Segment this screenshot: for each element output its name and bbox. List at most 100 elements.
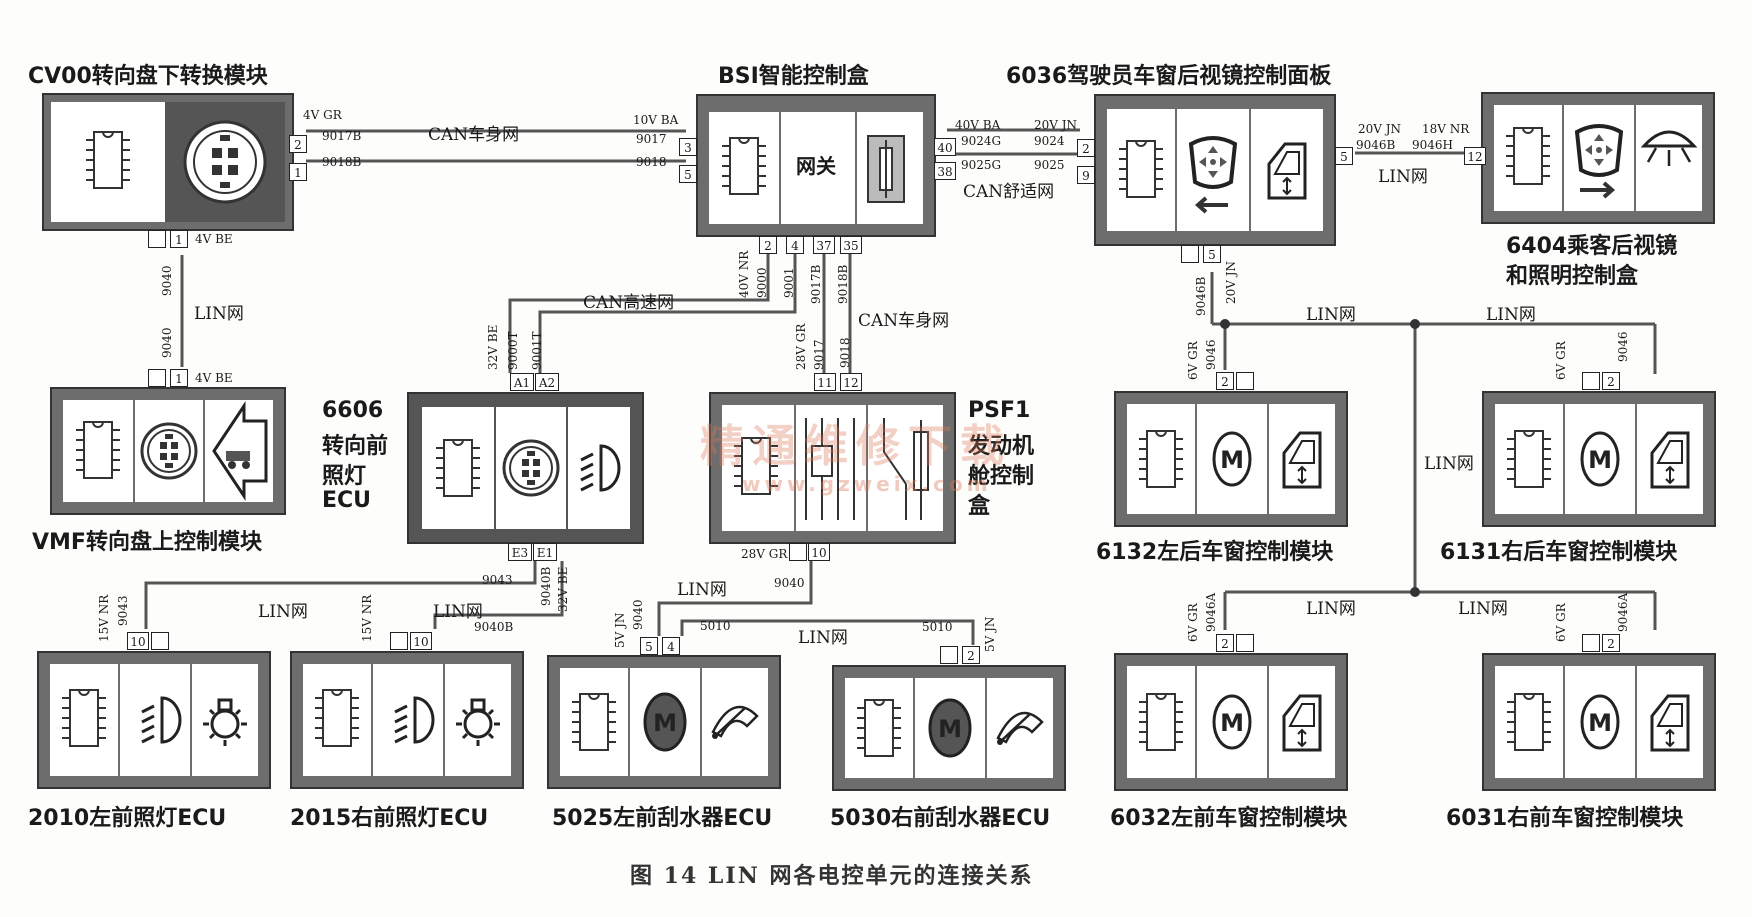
wire-6036-20vjn: 20V JN (1034, 118, 1078, 132)
wire-p-28vgr: 28V GR (794, 323, 808, 370)
pin-5025-5: 5 (640, 637, 658, 655)
wire-w-9040: 9040 (631, 599, 645, 630)
pin-5030-tab (940, 646, 958, 664)
wire-e-9000t: 9000T (506, 331, 520, 370)
wire-bsi-9024g: 9024G (961, 134, 1002, 148)
pin-psf1-11: 11 (814, 373, 836, 391)
wire-h1-15vnr: 15V NR (97, 594, 111, 642)
title-2010: 2010左前照灯ECU (28, 806, 227, 831)
pin-6031-2: 2 (1602, 634, 1620, 652)
m6132-module-box (1114, 391, 1348, 527)
title-6404-line2: 和照明控制盒 (1506, 264, 1639, 289)
title-5030: 5030右前刮水器ECU (830, 806, 1051, 831)
pin-bsi-2: 2 (759, 236, 777, 254)
wire-cv-9018b: 9018B (322, 155, 362, 169)
wire-b-9017b: 9017B (809, 264, 823, 304)
m5025-module-box (547, 655, 781, 789)
watermark-text: 精通维修下载 (700, 421, 1012, 472)
wire-e-32vbe: 32V BE (486, 324, 500, 370)
psf1-module-box (709, 392, 956, 544)
wire-e-9001t: 9001T (530, 331, 544, 370)
pin-6606-a1: A1 (510, 373, 534, 391)
bus-lin-wiper-2: LIN网 (798, 628, 848, 648)
wire-6036-20vjn-v: 20V JN (1224, 260, 1238, 304)
pin-6132-tab (1236, 372, 1254, 390)
pin-6036-5: 5 (1335, 147, 1353, 165)
pin-cv00-2: 2 (289, 135, 307, 153)
pin-6036-9: 9 (1077, 166, 1095, 184)
wire-h2-15vnr: 15V NR (360, 594, 374, 642)
title-vmf: VMF转向盘上控制模块 (32, 530, 262, 555)
wire-6131-9046: 9046 (1616, 331, 1630, 362)
bus-can-comfort: CAN舒适网 (963, 182, 1055, 202)
pin-bsi-4: 4 (786, 236, 804, 254)
bus-lin-tree-d: LIN网 (1306, 599, 1356, 619)
bsi-module-box (696, 94, 936, 237)
bus-lin-tree-b: LIN网 (1486, 305, 1536, 325)
wire-b-9001: 9001 (782, 267, 796, 298)
wire-w-5vjn: 5V JN (613, 612, 627, 648)
m6404-module-box (1481, 92, 1715, 224)
wire-6036-9025: 9025 (1034, 158, 1065, 172)
wire-cv-4vgr: 4V GR (303, 108, 342, 122)
title-6036: 6036驾驶员车窗后视镜控制面板 (1006, 64, 1332, 89)
wire-b-40vnr: 40V NR (737, 250, 751, 298)
m6031-module-box (1482, 653, 1716, 791)
wire-9040-lower: 9040 (160, 327, 174, 358)
wire-cv-9017b: 9017B (322, 129, 362, 143)
title-psf1-line2: 发动机 (968, 434, 1035, 459)
pin-cv00-tab-a (148, 230, 166, 248)
bus-can-body: CAN车身网 (428, 125, 520, 145)
title-cv00: CV00转向盘下转换模块 (28, 64, 268, 89)
title-6606-line2: 转向前 (322, 434, 389, 459)
bus-can-body-2: CAN车身网 (858, 311, 950, 331)
pin-6606-a2: A2 (535, 373, 559, 391)
wire-6404-18vnr: 18V NR (1422, 122, 1470, 136)
pin-6131-2: 2 (1602, 372, 1620, 390)
wire-e-9040b-v: 9040B (539, 566, 553, 606)
title-psf1-line4: 盒 (968, 494, 991, 519)
title-6032: 6032左前车窗控制模块 (1110, 806, 1348, 831)
wire-bsi-9017: 9017 (636, 132, 667, 146)
figure-caption: 图 14 LIN 网各电控单元的连接关系 (630, 863, 1034, 889)
pin-vmf-tab-a (148, 369, 166, 387)
vmf-module-box (50, 387, 286, 515)
wire-b-9000: 9000 (755, 267, 769, 298)
bsi-gateway-label: 网关 (796, 154, 836, 178)
pin-2010-10: 10 (127, 632, 149, 650)
wire-6036-9024: 9024 (1034, 134, 1065, 148)
bus-lin-tree-a: LIN网 (1306, 305, 1356, 325)
pin-6404-12: 12 (1464, 147, 1486, 165)
wire-bsi-9025g: 9025G (961, 158, 1002, 172)
pin-5025-4: 4 (662, 637, 680, 655)
wire-w-5010: 5010 (700, 619, 731, 633)
wire-6036-20vjn-b: 20V JN (1358, 122, 1402, 136)
wire-p-28vgr-b: 28V GR (741, 547, 788, 561)
wire-p-9040: 9040 (774, 576, 805, 590)
bus-lin-cv00-vmf: LIN网 (194, 304, 244, 324)
title-psf1-line1: PSF1 (968, 398, 1031, 423)
bus-lin-wiper-1: LIN网 (677, 580, 727, 600)
m6036-module-box (1094, 94, 1336, 246)
wire-6036-9046b-v: 9046B (1194, 276, 1208, 316)
wire-6031-9046a: 9046A (1616, 592, 1630, 632)
pin-6036-tab (1181, 245, 1199, 263)
pin-vmf-1: 1 (170, 369, 188, 387)
wire-6132-6vgr: 6V GR (1186, 341, 1200, 380)
bus-lin-tree-e: LIN网 (1458, 599, 1508, 619)
title-6606-line3: 照灯 (322, 464, 367, 489)
pin-bsi-35: 35 (840, 236, 862, 254)
pin-6606-e1: E1 (533, 543, 557, 561)
pin-cv00-1: 1 (289, 163, 307, 181)
title-bsi: BSI智能控制盒 (718, 64, 869, 89)
title-2015: 2015右前照灯ECU (290, 806, 489, 831)
pin-psf1-12: 12 (840, 373, 862, 391)
title-6404-line1: 6404乘客后视镜 (1506, 234, 1678, 259)
pin-5030-2: 2 (962, 646, 980, 664)
watermark-url: www.gzweix.com (742, 472, 992, 496)
wire-9040-upper: 9040 (160, 265, 174, 296)
pin-bsi-37: 37 (813, 236, 835, 254)
wire-w-5010b: 5010 (922, 620, 953, 634)
wire-6132-9046: 9046 (1204, 339, 1218, 370)
